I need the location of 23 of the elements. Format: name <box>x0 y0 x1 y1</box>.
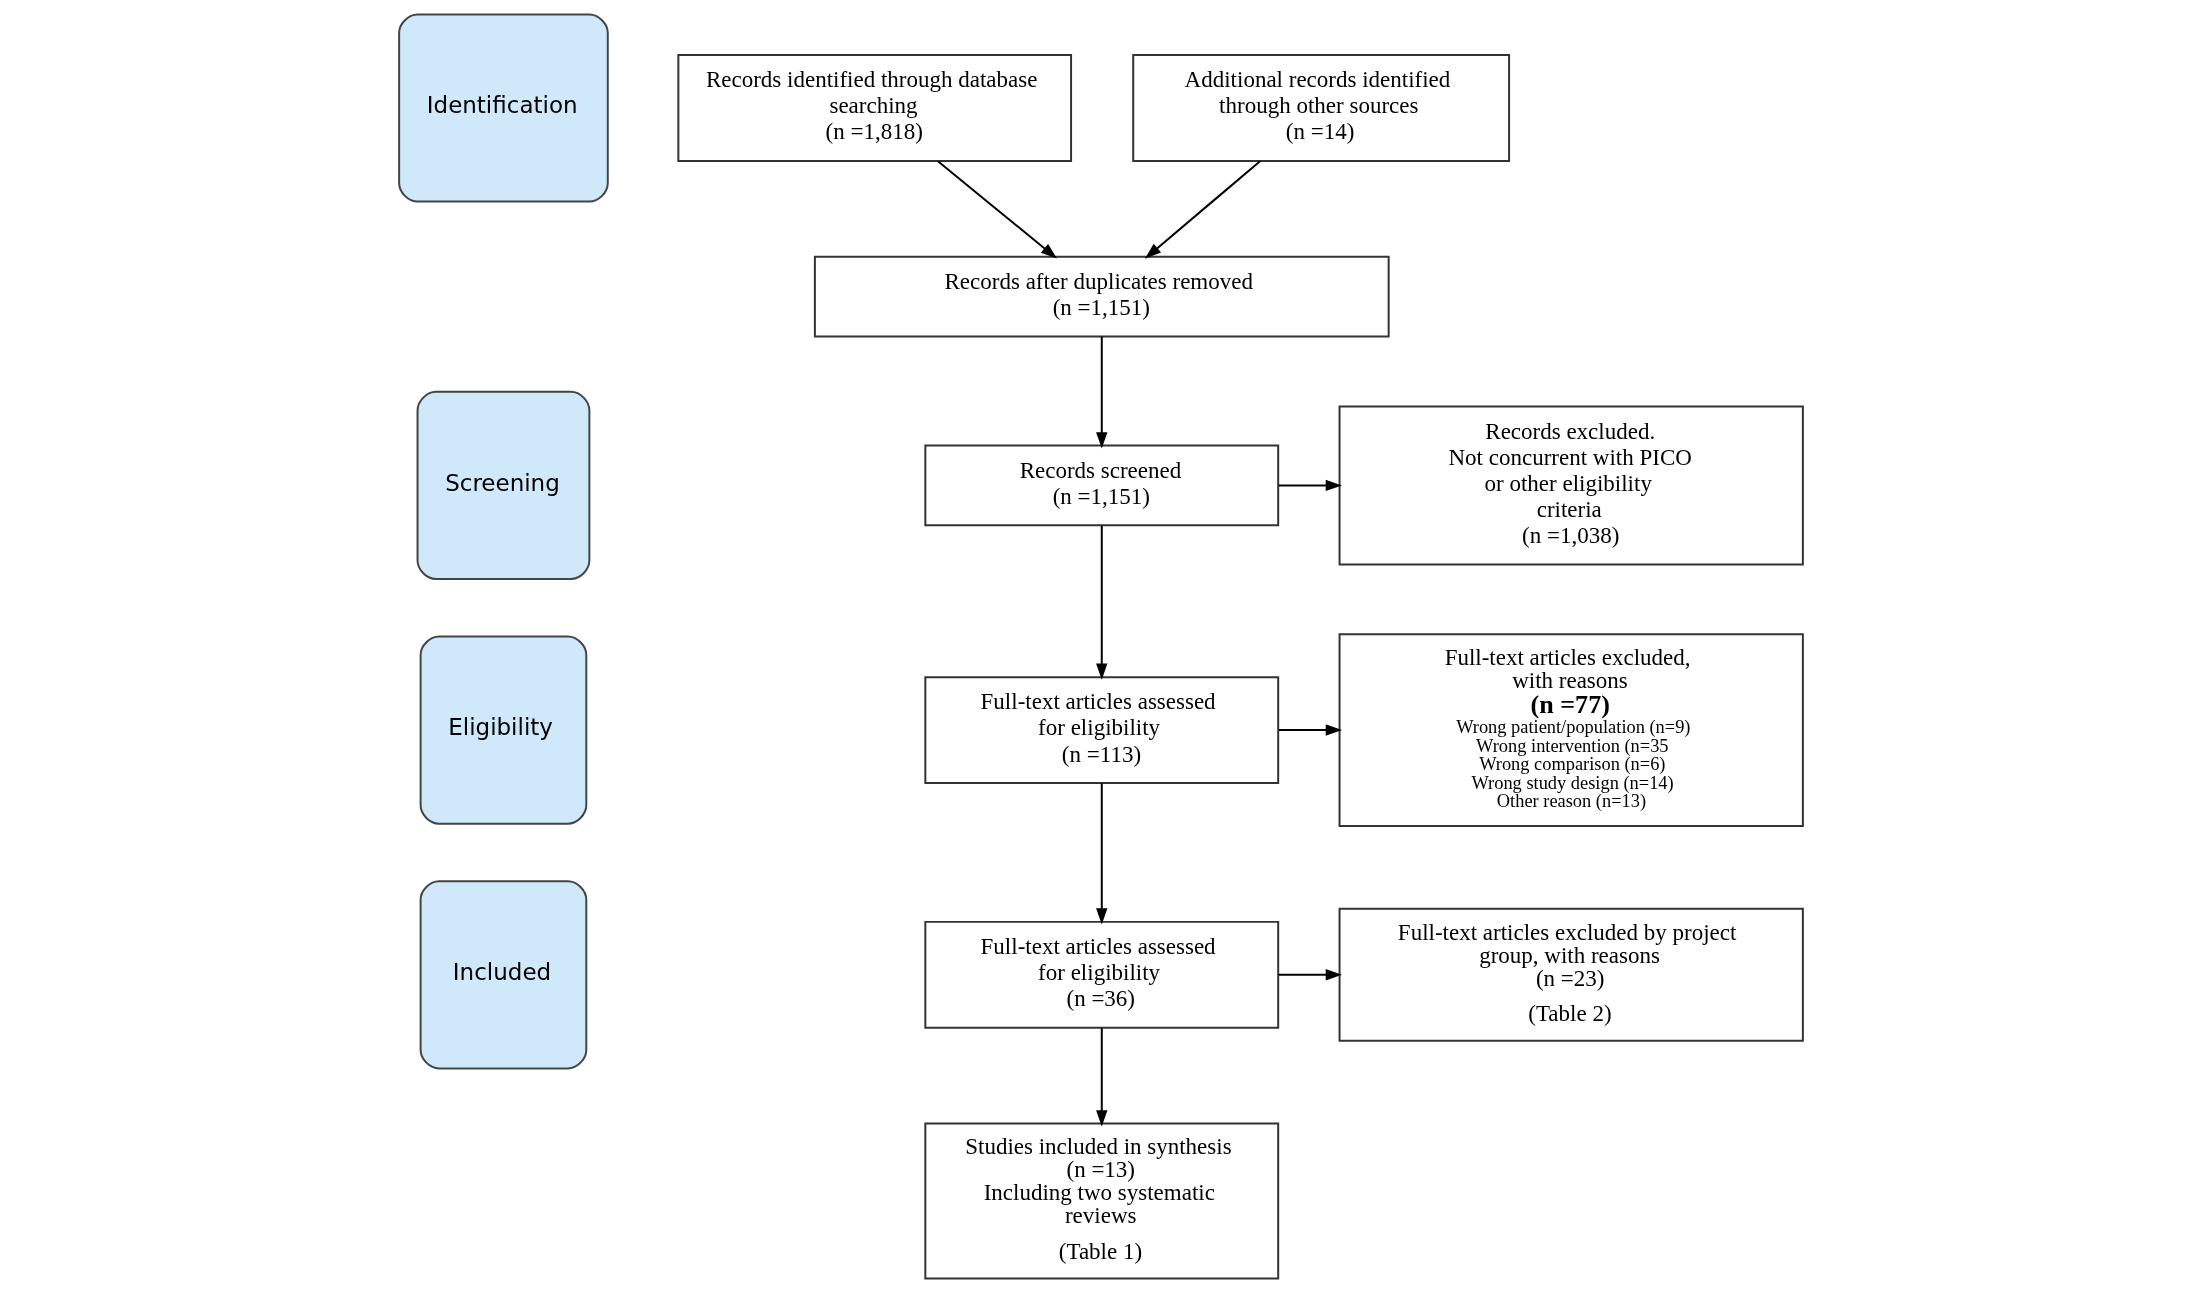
node-box: Included <box>419 880 588 1070</box>
node-box: Additional records identified through other sources (n =14) <box>1132 54 1511 162</box>
node-box: Records screened (n =1,151) <box>924 444 1280 527</box>
arrow <box>1277 724 1342 736</box>
arrow <box>1096 782 1108 925</box>
arrow <box>1096 1027 1108 1127</box>
node-box: Eligibility <box>419 635 588 825</box>
arrow <box>1096 524 1108 680</box>
arrow <box>1277 969 1342 981</box>
arrow <box>1096 335 1108 449</box>
node-box: Identification <box>398 13 609 203</box>
node-box: Studies included in synthesis (n =13) Including two systematic reviews (Table 1) <box>924 1122 1280 1280</box>
arrow <box>936 160 1058 259</box>
node-box: Full-text articles excluded, with reasons (n =77) Wrong patient/population (n=9) Wrong intervention (n=35 Wrong comparison (n=6) Wrong study design (n=14) Other reason (n=13) <box>1338 633 1804 827</box>
node-box: Screening <box>416 390 591 580</box>
node-box: Full-text articles excluded by project group, with reasons (n =23) (Table 2) <box>1338 907 1804 1042</box>
arrow <box>1277 479 1342 492</box>
node-box: Full-text articles assessed for eligibility (n =36) <box>924 920 1280 1029</box>
arrow <box>1144 160 1262 259</box>
node-box: Records identified through database searching (n =1,818) <box>677 54 1073 162</box>
node-box: Records excluded. Not concurrent with PICO or other eligibility criteria (n =1,038) <box>1338 405 1804 566</box>
node-box: Full-text articles assessed for eligibility (n =113) <box>924 676 1280 785</box>
node-box: Records after duplicates removed (n =1,151) <box>813 255 1390 338</box>
